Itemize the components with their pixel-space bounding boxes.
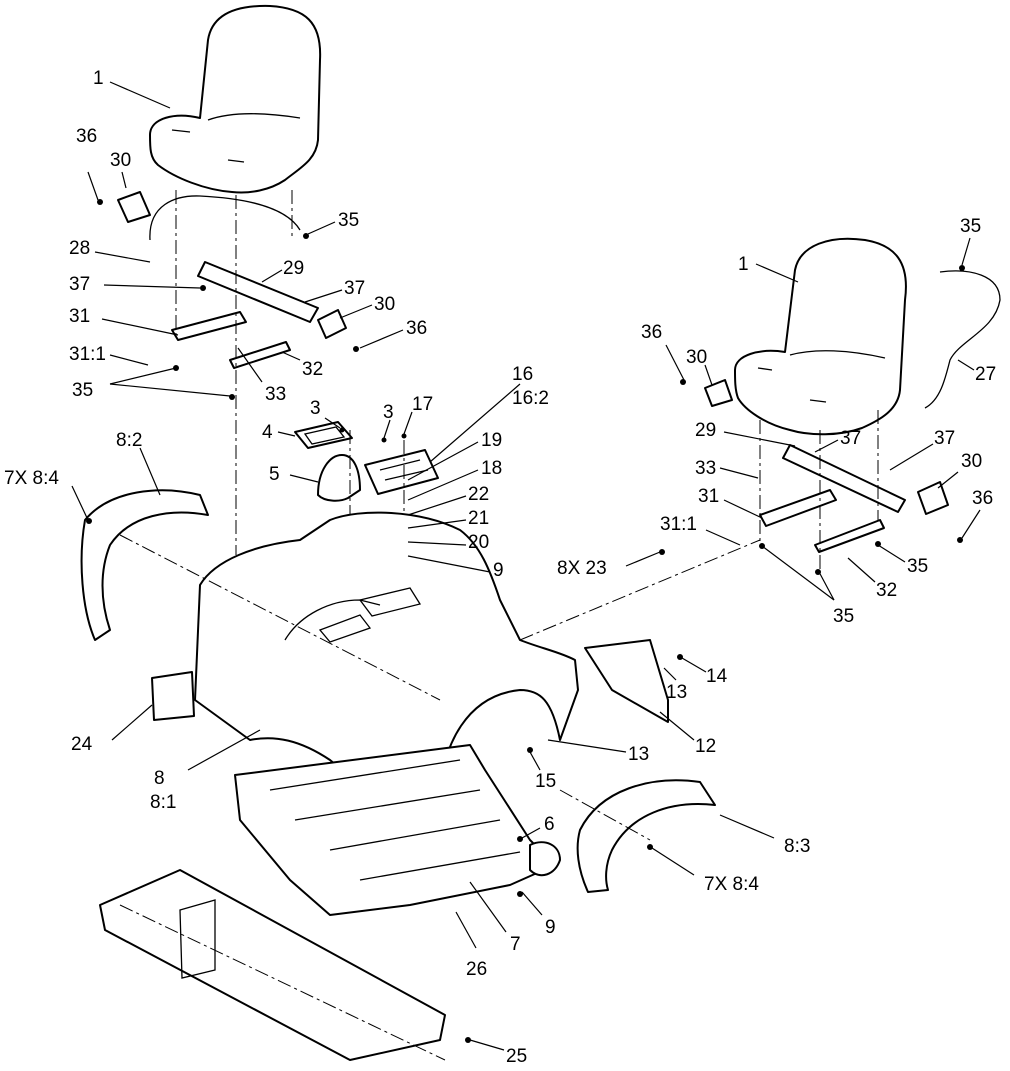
callout-20: 20 — [468, 532, 489, 553]
left-seat-slide-31 — [171, 311, 247, 341]
callout-16-2: 16:2 — [512, 388, 549, 409]
left-seat-bracket-29 — [197, 261, 319, 323]
callout-3-b: 3 — [383, 402, 394, 423]
callout-7x-8-4-right: 7X 8:4 — [704, 874, 759, 895]
callout-9-mid: 9 — [493, 560, 504, 581]
callout-30-right-mid: 30 — [961, 451, 982, 472]
callout-15: 15 — [535, 771, 556, 792]
callout-3-a: 3 — [310, 398, 321, 419]
callout-35-left-bottom: 35 — [72, 380, 93, 401]
callout-8x-23: 8X 23 — [557, 558, 607, 579]
callout-6: 6 — [544, 814, 555, 835]
left-seat — [149, 4, 322, 194]
right-seat-belt-buckle-30-b — [917, 481, 949, 515]
left-seat-belt-buckle-30-a — [117, 191, 151, 223]
frame-7 — [99, 744, 561, 1061]
callout-32-left: 32 — [302, 359, 323, 380]
right-seat-slide-31 — [759, 489, 837, 527]
callout-32-right: 32 — [876, 580, 897, 601]
callout-12: 12 — [695, 736, 716, 757]
callout-13-a: 13 — [666, 682, 687, 703]
callout-26: 26 — [466, 959, 487, 980]
callout-8-3: 8:3 — [784, 836, 810, 857]
callout-8: 8 — [154, 768, 165, 789]
callout-19: 19 — [481, 430, 502, 451]
frame — [234, 744, 556, 916]
callout-7: 7 — [510, 934, 521, 955]
callout-35-right-top: 35 — [960, 216, 981, 237]
callout-30-right-top: 30 — [686, 347, 707, 368]
callout-31-left: 31 — [69, 306, 90, 327]
callout-37-left-a: 37 — [69, 274, 90, 295]
fender-flare-8-2 — [80, 489, 209, 641]
callout-30-left-top: 30 — [110, 150, 131, 171]
panel-12 — [584, 639, 669, 723]
callout-1-right: 1 — [738, 254, 749, 275]
console-parts — [294, 421, 439, 590]
callout-37-left-b: 37 — [344, 278, 365, 299]
callout-30-left-mid: 30 — [374, 294, 395, 315]
callout-36-right-mid: 36 — [972, 488, 993, 509]
callout-21: 21 — [468, 508, 489, 529]
callout-14: 14 — [706, 666, 728, 687]
callout-36-right-top: 36 — [641, 322, 662, 343]
left-seat-assembly — [117, 4, 347, 555]
fender-flare-8-3 — [576, 779, 716, 893]
callout-17: 17 — [412, 394, 433, 415]
callout-36-left-top: 36 — [76, 126, 97, 147]
fasteners — [86, 199, 965, 1043]
callout-25: 25 — [506, 1046, 527, 1067]
left-seat-belt-buckle-30-b — [317, 309, 347, 339]
callout-8-1: 8:1 — [150, 792, 176, 813]
callout-24: 24 — [71, 734, 93, 755]
callout-35-left-top: 35 — [338, 210, 359, 231]
callout-37-right-a: 37 — [840, 428, 861, 449]
callout-37-right-b: 37 — [934, 428, 955, 449]
right-seat-slide-32 — [814, 519, 885, 553]
callout-18: 18 — [481, 458, 502, 479]
callout-8-2: 8:2 — [116, 430, 142, 451]
right-seat-assembly — [704, 237, 1001, 570]
trim-ring-4 — [294, 421, 353, 449]
right-seat-bracket-29 — [782, 444, 906, 513]
callout-1-left: 1 — [93, 68, 104, 89]
callout-5: 5 — [269, 464, 280, 485]
callout-35-right-b2: 35 — [833, 606, 854, 627]
right-seat — [734, 237, 907, 436]
callout-27: 27 — [975, 364, 996, 385]
callout-7x-8-4-left: 7X 8:4 — [4, 468, 59, 489]
callout-33-right: 33 — [695, 458, 716, 479]
callout-31-1-left: 31:1 — [69, 344, 106, 365]
callout-33-left: 33 — [265, 384, 286, 405]
callout-36-left-mid: 36 — [406, 318, 427, 339]
callout-29-right: 29 — [695, 420, 716, 441]
callout-4: 4 — [262, 422, 273, 443]
callout-16: 16 — [512, 364, 533, 385]
right-seat-belt-buckle-30-a — [704, 379, 733, 407]
shift-plate-16 — [364, 449, 439, 495]
callout-9-bottom: 9 — [545, 917, 556, 938]
boot-5 — [317, 454, 361, 502]
base-plate-25 — [99, 869, 446, 1061]
axle-tube — [529, 841, 561, 877]
left-seat-rail-28 — [149, 195, 301, 241]
callout-29-left: 29 — [283, 258, 304, 279]
callout-31-right: 31 — [698, 486, 719, 507]
callout-13-b: 13 — [628, 744, 649, 765]
callout-22: 22 — [468, 484, 489, 505]
decal-24 — [151, 671, 195, 721]
callout-35-right-b1: 35 — [907, 556, 928, 577]
callout-28: 28 — [69, 238, 90, 259]
left-seat-slide-32 — [229, 341, 291, 369]
callouts: 1 36 30 35 28 29 37 37 30 36 31 31:1 32 … — [4, 68, 996, 1067]
callout-31-1-right: 31:1 — [660, 514, 697, 535]
right-seat-rail-27 — [924, 270, 1001, 409]
